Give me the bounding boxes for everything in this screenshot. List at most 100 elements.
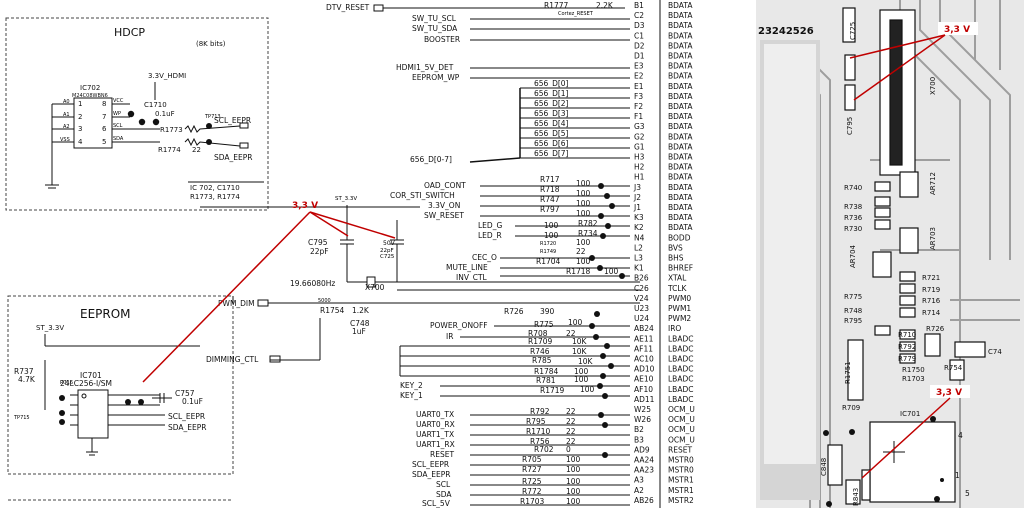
- ic702-num-1: 1: [78, 100, 82, 108]
- pcb-label-c74: C74: [988, 348, 1002, 356]
- r705-label: R705: [522, 455, 542, 464]
- pin-number: AD10: [634, 365, 655, 374]
- r1704-value: 100: [576, 257, 591, 266]
- pcb-label-r710: R710: [898, 331, 916, 339]
- pcb-grid: [760, 40, 820, 500]
- pcb-labels: C725 X700 C795 R740 AR712 R738 R736 R730…: [820, 22, 1002, 506]
- eeprom-title: EEPROM: [80, 307, 131, 321]
- pin-number: B1: [634, 1, 644, 10]
- pin-number: E1: [634, 82, 644, 91]
- r1703-value: 100: [566, 497, 581, 506]
- hdcp-capacity: (8K bits): [196, 40, 226, 48]
- r1703-label: R1703: [520, 497, 545, 506]
- uart-nets: UART0_TX UART0_RX UART1_TX UART1_RX RESE…: [412, 407, 630, 508]
- pcb-label-r716: R716: [922, 297, 941, 305]
- hdcp-scl-net: SCL_EEPR: [214, 116, 251, 125]
- pin-number: A3: [634, 476, 644, 485]
- pin-number: AC10: [634, 355, 654, 364]
- c748-value: 1uF: [352, 327, 366, 336]
- r1754-value: 1.2K: [352, 306, 370, 315]
- bus-signal-1: 656_D[1]: [534, 89, 569, 98]
- ic702-pin-a1: A1: [63, 112, 70, 118]
- pin-function: BDATA: [668, 142, 693, 151]
- r1784-value: 100: [574, 367, 589, 376]
- net-sda-eepr: SDA_EEPR: [412, 470, 451, 479]
- r1773-label: R1773: [160, 126, 183, 134]
- pin-number: H1: [634, 173, 645, 182]
- r1777-label: R1777: [544, 1, 569, 10]
- r746-label: R746: [530, 347, 550, 356]
- pin-function: BDATA: [668, 223, 693, 232]
- ic702-pin-scl: SCL: [113, 123, 123, 129]
- hdcp-legend-2: R1773, R1774: [190, 193, 240, 201]
- pcb-label-ar704: AR704: [849, 244, 857, 268]
- r746-value: 10K: [572, 347, 588, 356]
- pin-number: AE11: [634, 334, 654, 343]
- eeprom-box: [7, 295, 234, 475]
- pwm-dim-net: PWM_DIM: [218, 299, 255, 308]
- hdcp-title: HDCP: [114, 26, 145, 39]
- ic702-num-3: 3: [78, 125, 82, 133]
- pcb-pin-5: 5: [965, 489, 970, 498]
- pin-number: G2: [634, 132, 645, 141]
- pcb-components: [827, 7, 986, 505]
- pin-function: PWM2: [668, 314, 691, 323]
- ic702-pin-vcc: VCC: [113, 98, 124, 104]
- r756-label: R756: [530, 437, 550, 446]
- pin-function: MSTR1: [668, 476, 694, 485]
- r1784-label: R1784: [534, 367, 559, 376]
- pin-function: BDATA: [668, 102, 693, 111]
- ic702-part: M24C08WBN6: [72, 93, 108, 99]
- uart-wires: [470, 412, 630, 506]
- c725-alt: 50V: [383, 240, 396, 247]
- pcb-label-r740: R740: [844, 184, 862, 192]
- pcb-annotation: 3,3 V 3,3 V: [849, 22, 978, 479]
- pin-function: OCM_U: [668, 405, 695, 414]
- lower-nets: POWER_ONOFF IR KEY_2 KEY_1 R726 R775 R70…: [399, 307, 630, 400]
- pin-function: MSTR0: [668, 466, 694, 475]
- pin-function: BDATA: [668, 173, 693, 182]
- ic702-ref: IC702: [80, 84, 100, 92]
- r734-label: R734: [578, 229, 598, 238]
- r1774-value: 22: [192, 146, 201, 154]
- pcb-pads: [823, 416, 944, 507]
- net-dtv-reset: DTV_RESET: [326, 3, 370, 12]
- tp713-label: TP713: [204, 114, 221, 120]
- r737-value: 4.7K: [18, 375, 36, 384]
- ic701-body: [77, 389, 109, 439]
- ic702-pin-a2: A2: [63, 124, 70, 130]
- r781-label: R781: [536, 376, 556, 385]
- net-3v3-on: 3.3V_ON: [428, 201, 460, 210]
- pcb-label-r779: R779: [898, 355, 916, 363]
- r775-label: R775: [534, 320, 554, 329]
- pin-function: LBADC: [668, 344, 693, 353]
- pin-function: BHREF: [668, 264, 693, 273]
- bus-signal-3: 656_D[3]: [534, 109, 569, 118]
- pin-function: LBADC: [668, 355, 693, 364]
- net-uart0-tx: UART0_TX: [416, 410, 454, 419]
- pcb-label-r721: R721: [922, 274, 940, 282]
- r1749-value: 22: [576, 247, 586, 256]
- pin-number: AE10: [634, 375, 654, 384]
- r702-value: 0: [566, 445, 571, 454]
- pcb-label-r748: R748: [844, 307, 862, 315]
- r1710-value: 22: [566, 427, 576, 436]
- r727-value: 100: [566, 465, 581, 474]
- pin-function: BDATA: [668, 203, 693, 212]
- c795-value: 22pF: [310, 247, 329, 256]
- pin-function: BDATA: [668, 82, 693, 91]
- pin-function: BDATA: [668, 153, 693, 162]
- pin-function: BDATA: [668, 132, 693, 141]
- r1777-net: Cortez_RESET: [558, 11, 594, 17]
- ic702-num-2: 2: [78, 113, 82, 121]
- r725-value: 100: [566, 477, 581, 486]
- pin-number: C1: [634, 31, 644, 40]
- net-uart0-rx: UART0_RX: [416, 420, 455, 429]
- pin-number: V24: [634, 294, 649, 303]
- pin-number: E3: [634, 62, 644, 71]
- c748-label: C748: [350, 319, 370, 328]
- pin-number: C2: [634, 11, 644, 20]
- hdcp-block: HDCP (8K bits) 3.3V_HDMI IC702 M24C08WBN…: [5, 17, 269, 211]
- pcb-label-r714: R714: [922, 309, 941, 317]
